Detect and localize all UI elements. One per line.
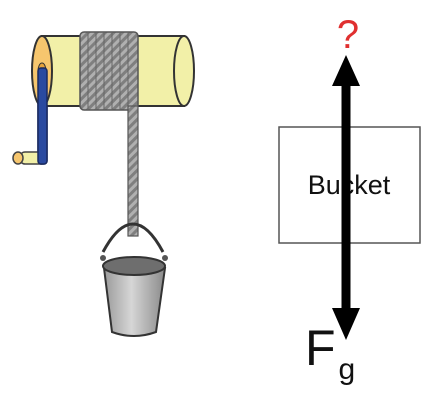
force-diagram: Bucket ? Fg [278, 13, 421, 386]
gravity-force-subscript: g [339, 353, 356, 386]
gravity-force-main: F [305, 320, 336, 376]
up-arrowhead [332, 55, 360, 86]
windlass-illustration [12, 31, 195, 337]
rope-icon [127, 105, 139, 237]
down-arrowhead [332, 308, 360, 340]
bucket-icon [100, 222, 168, 337]
unknown-force-label: ? [337, 13, 359, 57]
rope-coils-icon [79, 31, 139, 111]
